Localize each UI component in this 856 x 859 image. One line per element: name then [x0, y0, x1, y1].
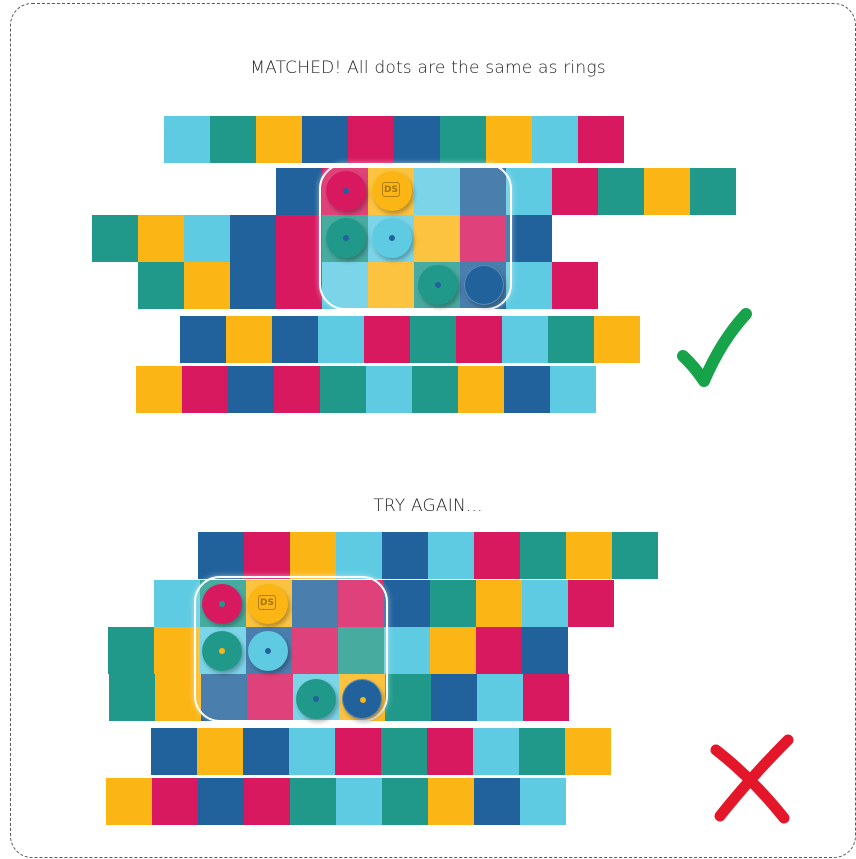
tile-teal — [430, 580, 476, 627]
tile-navy — [522, 627, 568, 674]
tile-yellow — [430, 627, 476, 674]
tile-yellow — [565, 728, 611, 775]
tile-navy — [198, 532, 244, 579]
tile-magenta — [244, 532, 290, 579]
tile-magenta — [568, 580, 614, 627]
tile-teal — [382, 778, 428, 825]
tile-teal — [612, 532, 658, 579]
tile-navy — [431, 674, 477, 721]
tile-yellow — [428, 778, 474, 825]
disc-magenta[interactable] — [202, 584, 242, 624]
tile-magenta — [427, 728, 473, 775]
tile-magenta — [244, 778, 290, 825]
disc-hole — [219, 648, 225, 654]
tile-magenta — [523, 674, 569, 721]
tile-yellow — [290, 532, 336, 579]
tile-cyan — [428, 532, 474, 579]
cross-mark-icon — [706, 732, 798, 824]
tile-navy — [384, 580, 430, 627]
tile-cyan — [522, 580, 568, 627]
tile-yellow — [566, 532, 612, 579]
disc-stamp-label: DS — [258, 595, 276, 610]
tile-teal — [385, 674, 431, 721]
tile-cyan — [289, 728, 335, 775]
tile-yellow — [106, 778, 152, 825]
tile-cyan — [336, 532, 382, 579]
tile-magenta — [476, 627, 522, 674]
tile-cyan — [473, 728, 519, 775]
tile-teal — [109, 674, 155, 721]
disc-hole — [313, 696, 319, 702]
disc-navy[interactable] — [342, 679, 382, 719]
tile-navy — [474, 778, 520, 825]
disc-yellow[interactable]: DS — [248, 584, 288, 624]
tile-teal — [519, 728, 565, 775]
tile-cyan — [336, 778, 382, 825]
tile-teal — [520, 532, 566, 579]
tile-navy — [243, 728, 289, 775]
tile-cyan — [477, 674, 523, 721]
disc-hole — [360, 697, 366, 703]
disc-teal[interactable] — [202, 631, 242, 671]
tile-cyan — [384, 627, 430, 674]
disc-cyan[interactable] — [248, 631, 288, 671]
tile-teal — [108, 627, 154, 674]
tile-navy — [198, 778, 244, 825]
disc-teal[interactable] — [296, 679, 336, 719]
tile-teal — [290, 778, 336, 825]
tile-yellow — [197, 728, 243, 775]
disc-hole — [219, 601, 225, 607]
tile-magenta — [474, 532, 520, 579]
tile-magenta — [152, 778, 198, 825]
tile-teal — [381, 728, 427, 775]
tile-cyan — [520, 778, 566, 825]
tile-navy — [382, 532, 428, 579]
disc-hole — [265, 648, 271, 654]
tile-magenta — [335, 728, 381, 775]
tile-navy — [151, 728, 197, 775]
tile-yellow — [476, 580, 522, 627]
